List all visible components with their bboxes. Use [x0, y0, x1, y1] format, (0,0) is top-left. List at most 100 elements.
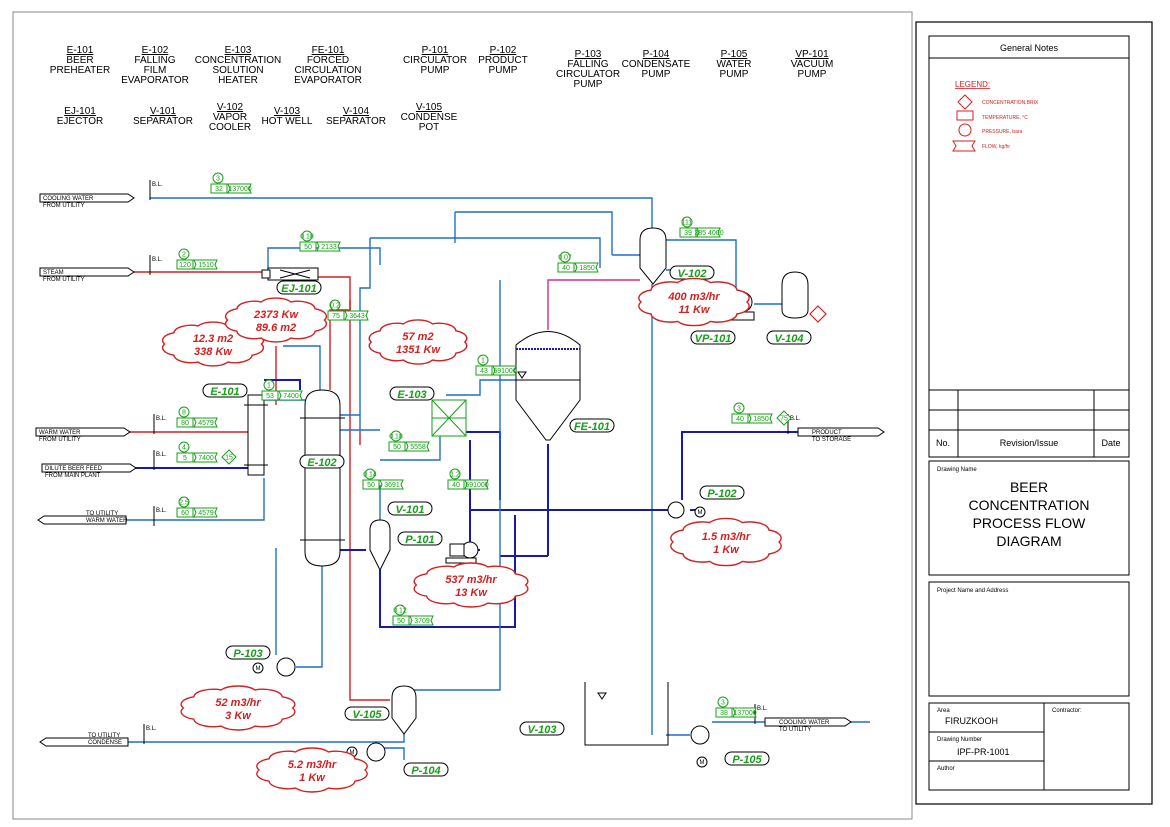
flow-value: 4579: [198, 420, 214, 427]
equipment-tag-badge: P-103: [225, 645, 271, 660]
svg-text:M: M: [256, 666, 261, 672]
cloud-line: 57 m2: [402, 331, 433, 343]
flow-symbol-icon: [952, 140, 976, 152]
capacity-cloud: 1.5 m3/hr1 Kw: [670, 517, 782, 567]
equipment-list-name: WATER: [717, 59, 752, 70]
flow-value: 385 4000: [694, 230, 723, 237]
equipment-list-name: PUMP: [798, 69, 827, 80]
pressure-value: 0.18: [389, 434, 403, 441]
drawing-name-line-3: PROCESS FLOW: [973, 515, 1087, 531]
falling-film-evaporator-e-102: [300, 389, 345, 567]
circulator-pump-p-101: [445, 541, 479, 564]
hot-well-v-103: [584, 682, 669, 746]
cloud-line: 11 Kw: [679, 304, 711, 316]
stream-in-label: FROM UTILITY: [43, 277, 85, 283]
equipment-list-name: CIRCULATOR: [556, 69, 620, 80]
equipment-tag-badge: P-101: [397, 531, 443, 546]
legend: LEGEND: CONCENTRATION,BRIX TEMPERATURE, …: [952, 80, 1039, 152]
equipment-list-tag: V-103: [274, 106, 301, 117]
flow-value: 137000: [733, 710, 756, 717]
equipment-list-name: CONDENSE: [401, 112, 458, 123]
stream-out-label: CONDENSE: [88, 740, 122, 746]
pressure-value: 2.5: [179, 500, 189, 507]
equipment-tag-text: FE-101: [574, 421, 610, 433]
equipment-list-name: CONCENTRATION: [195, 55, 281, 66]
equipment-list-name: EVAPORATOR: [121, 75, 189, 86]
drawing-number-label: Drawing Number: [937, 737, 982, 743]
temperature-value: 50: [397, 618, 405, 625]
svg-text:M: M: [350, 750, 355, 756]
pressure-circle-icon: [364, 468, 376, 480]
drawing-name-line-1: BEER: [1010, 479, 1048, 495]
ejector-ej-101: [261, 267, 319, 281]
equipment-list-name: EVAPORATOR: [294, 75, 362, 86]
equipment-list-name: FALLING: [134, 55, 175, 66]
stream-out-label: TO STORAGE: [812, 437, 851, 443]
cloud-line: 338 Kw: [194, 346, 233, 358]
product-pump-p-102: M: [667, 501, 706, 519]
flow-value: 3709: [414, 618, 430, 625]
concentration-value: 75: [780, 416, 788, 423]
pressure-value: 8: [182, 410, 186, 417]
pressure-symbol-icon: [958, 123, 972, 137]
equipment-tag-text: V-101: [396, 504, 425, 516]
equipment-list-tag: FE-101: [312, 45, 345, 56]
equipment-tag-badge: V-104: [766, 330, 812, 345]
drawing-name-line-4: DIAGRAM: [996, 533, 1061, 549]
revision-date-header: Date: [1101, 438, 1120, 448]
cloud-line: 5.2 m3/hr: [288, 759, 337, 771]
equipment-list-tag: P-103: [575, 49, 602, 60]
pressure-value: 4: [182, 445, 186, 452]
water-pump-p-105: M: [690, 725, 710, 768]
temperature-value: 39: [684, 230, 692, 237]
equipment-list-tag: P-105: [721, 49, 748, 60]
temperature-value: 80: [181, 420, 189, 427]
stream-out-label: PRODUCT: [812, 430, 842, 436]
equipment-tag-text: P-103: [233, 648, 262, 660]
cloud-line: 13 Kw: [455, 587, 488, 599]
drawing-number-value: IPF-PR-1001: [957, 747, 1010, 757]
stream-in-label: STEAM: [43, 270, 64, 276]
equipment-tag-badge: P-102: [699, 485, 745, 500]
equipment-list-name: FORCED: [307, 55, 349, 66]
equipment-tag-badge: FE-101: [569, 418, 615, 433]
pressure-value: 1: [267, 383, 271, 390]
forced-circulation-evaporator-fe-101: [515, 331, 581, 441]
equipment-list-name: PRODUCT: [478, 55, 527, 66]
equipment-list-tag: P-102: [490, 45, 517, 56]
equipment-list-name: EJECTOR: [57, 116, 104, 127]
title-block: General Notes LEGEND: CONCENTRATION,BRIX…: [915, 21, 1153, 805]
area-label: Area: [937, 708, 950, 714]
equipment-tag-text: EJ-101: [281, 283, 316, 295]
battery-limit-label: B.L.: [156, 452, 167, 458]
pressure-value: 3: [216, 176, 220, 183]
battery-limit-label: B.L.: [146, 726, 157, 732]
equipment-list-name: PUMP: [720, 69, 749, 80]
temperature-value: 60: [181, 510, 189, 517]
drawing-name-label: Drawing Name: [937, 467, 977, 473]
battery-limit-label: B.L.: [790, 416, 801, 422]
cloud-line: 3 Kw: [225, 710, 252, 722]
project-label: Project Name and Address: [937, 588, 1008, 594]
flow-value: 691000: [465, 482, 488, 489]
equipment-list-tag: E-101: [67, 45, 94, 56]
legend-item-3: FLOW, kg/hr: [982, 144, 1010, 150]
pressure-circle-icon: [329, 299, 341, 311]
legend-item-1: TEMPERATURE, °C: [982, 115, 1028, 121]
equipment-list-tag: E-102: [142, 45, 169, 56]
equipment-tag-badge: E-101: [202, 383, 248, 398]
pressure-circle-icon: [733, 402, 745, 414]
equipment-tag-badge: V-103: [519, 721, 565, 736]
flow-value: 3691: [384, 482, 400, 489]
cloud-line: 12.3 m2: [193, 333, 233, 345]
flow-value: 691000: [493, 368, 516, 375]
equipment-list-name: CIRCULATOR: [403, 55, 467, 66]
cloud-line: 89.6 m2: [256, 322, 296, 334]
equipment-list-name: SOLUTION: [212, 65, 263, 76]
